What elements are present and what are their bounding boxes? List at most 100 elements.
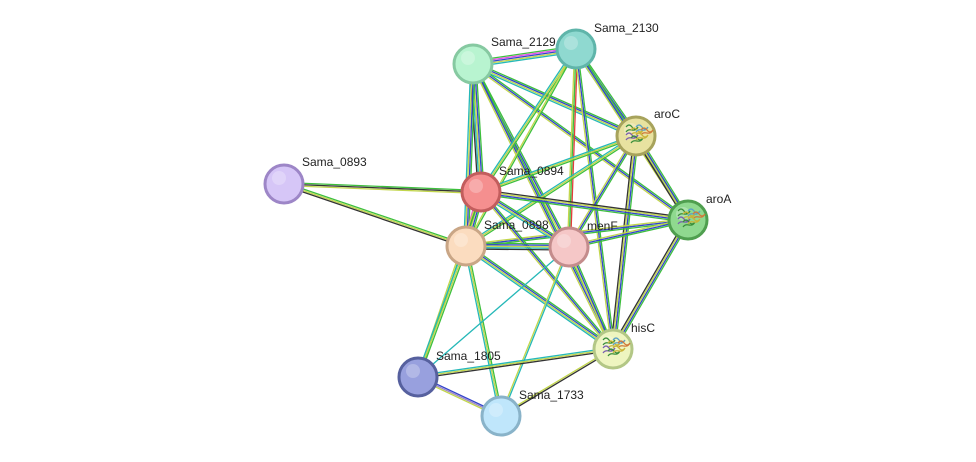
node-hisC[interactable]: hisC <box>592 321 655 370</box>
edge-evidence-line <box>463 246 501 417</box>
edge-evidence-line <box>466 244 614 349</box>
edge-evidence-line <box>480 192 688 222</box>
edge-evidence-line <box>417 348 614 378</box>
edge-evidence-line <box>475 63 485 192</box>
edge-evidence-line <box>480 135 637 193</box>
edge-menF-Sama_1733 <box>499 246 571 417</box>
edge-Sama_2129-aroC <box>471 61 638 139</box>
edge-evidence-line <box>473 61 638 135</box>
edge-evidence-line <box>415 245 466 377</box>
edge-aroC-Sama_0894 <box>480 133 637 195</box>
node-circle[interactable] <box>667 199 709 241</box>
node-label: Sama_2129 <box>491 35 556 49</box>
edge-evidence-line <box>464 63 473 246</box>
node-circle[interactable] <box>615 115 657 157</box>
edge-Sama_0894-hisC <box>479 190 615 351</box>
edge-evidence-line <box>501 247 571 417</box>
edge-evidence-line <box>471 64 613 350</box>
edge-aroA-Sama_0894 <box>480 189 689 223</box>
node-circle[interactable] <box>445 225 487 267</box>
edge-evidence-line <box>417 246 570 378</box>
node-highlight <box>454 233 468 247</box>
node-label: aroC <box>654 107 680 121</box>
node-circle[interactable] <box>555 28 597 70</box>
node-highlight <box>564 36 578 50</box>
edge-evidence-line <box>283 184 466 249</box>
node-menF[interactable]: menF <box>548 219 618 268</box>
edge-Sama_0898-hisC <box>464 243 615 352</box>
edge-aroC-Sama_0898 <box>464 134 638 248</box>
edge-evidence-line <box>567 134 636 247</box>
edge-evidence-line <box>473 62 690 220</box>
edge-evidence-line <box>480 48 577 193</box>
edge-evidence-line <box>610 218 687 349</box>
node-label: Sama_2130 <box>594 21 659 35</box>
node-circle[interactable] <box>480 395 522 437</box>
node-circle[interactable] <box>397 356 439 398</box>
edge-evidence-line <box>472 63 614 350</box>
node-Sama_2129[interactable]: Sama_2129 <box>452 35 556 85</box>
node-Sama_0893[interactable]: Sama_0893 <box>263 155 367 205</box>
edge-evidence-line <box>284 181 467 246</box>
edge-Sama_2129-aroA <box>471 62 690 222</box>
node-label: Sama_0894 <box>499 164 564 178</box>
edge-evidence-line <box>464 134 636 246</box>
edge-evidence-line <box>466 136 638 248</box>
node-highlight <box>406 364 420 378</box>
edge-evidence-line <box>481 190 689 220</box>
node-aroC[interactable]: aroC <box>615 107 680 157</box>
edge-hisC-Sama_1805 <box>417 346 614 380</box>
edge-evidence-line <box>283 184 481 195</box>
node-Sama_0894[interactable]: Sama_0894 <box>460 164 564 213</box>
node-label: hisC <box>631 321 655 335</box>
edge-Sama_2130-Sama_0898 <box>464 48 578 247</box>
edge-Sama_0893-Sama_0898 <box>283 181 467 249</box>
edge-evidence-line <box>466 49 578 247</box>
edge-evidence-line <box>466 64 475 247</box>
edge-evidence-line <box>464 48 576 246</box>
edge-evidence-line <box>481 136 637 195</box>
node-circle[interactable] <box>592 328 634 370</box>
node-label: Sama_1733 <box>519 388 584 402</box>
edge-evidence-line <box>568 135 637 248</box>
edge-Sama_0893-Sama_0894 <box>283 181 482 195</box>
node-circle[interactable] <box>548 226 590 268</box>
edge-evidence-line <box>481 189 689 219</box>
edge-evidence-line <box>473 62 637 136</box>
edge-evidence-line <box>614 136 639 350</box>
edge-evidence-line <box>613 136 638 350</box>
edge-Sama_0898-Sama_1805 <box>415 245 469 378</box>
node-Sama_0898[interactable]: Sama_0898 <box>445 218 549 267</box>
edge-evidence-line <box>417 346 613 377</box>
edge-evidence-line <box>499 246 569 416</box>
node-circle[interactable] <box>452 43 494 85</box>
edge-Sama_2129-Sama_0898 <box>463 63 476 247</box>
edge-evidence-line <box>569 49 579 248</box>
node-highlight <box>461 51 475 65</box>
node-Sama_2130[interactable]: Sama_2130 <box>555 21 659 70</box>
node-circle[interactable] <box>460 171 502 213</box>
edge-evidence-line <box>467 64 476 247</box>
node-Sama_1805[interactable]: Sama_1805 <box>397 349 501 398</box>
edge-evidence-line <box>569 136 638 249</box>
edge-evidence-line <box>466 243 615 348</box>
node-circle[interactable] <box>263 163 305 205</box>
edge-evidence-line <box>501 349 614 418</box>
node-highlight <box>489 403 503 417</box>
node-Sama_1733[interactable]: Sama_1733 <box>480 388 584 437</box>
edge-evidence-line <box>500 347 613 416</box>
protein-structure-icon <box>677 208 706 228</box>
edge-evidence-line <box>611 219 688 349</box>
edge-evidence-line <box>566 48 576 247</box>
edge-evidence-line <box>614 220 691 351</box>
node-highlight <box>557 234 571 248</box>
edge-evidence-line <box>610 135 635 349</box>
node-label: menF <box>587 219 618 233</box>
edge-evidence-line <box>418 246 469 378</box>
edge-hisC-Sama_1733 <box>500 347 614 418</box>
node-aroA[interactable]: aroA <box>667 192 731 241</box>
edge-evidence-line <box>464 247 613 352</box>
edge-evidence-line <box>283 183 467 247</box>
edge-evidence-line <box>472 63 689 221</box>
edge-aroC-menF <box>567 134 638 249</box>
